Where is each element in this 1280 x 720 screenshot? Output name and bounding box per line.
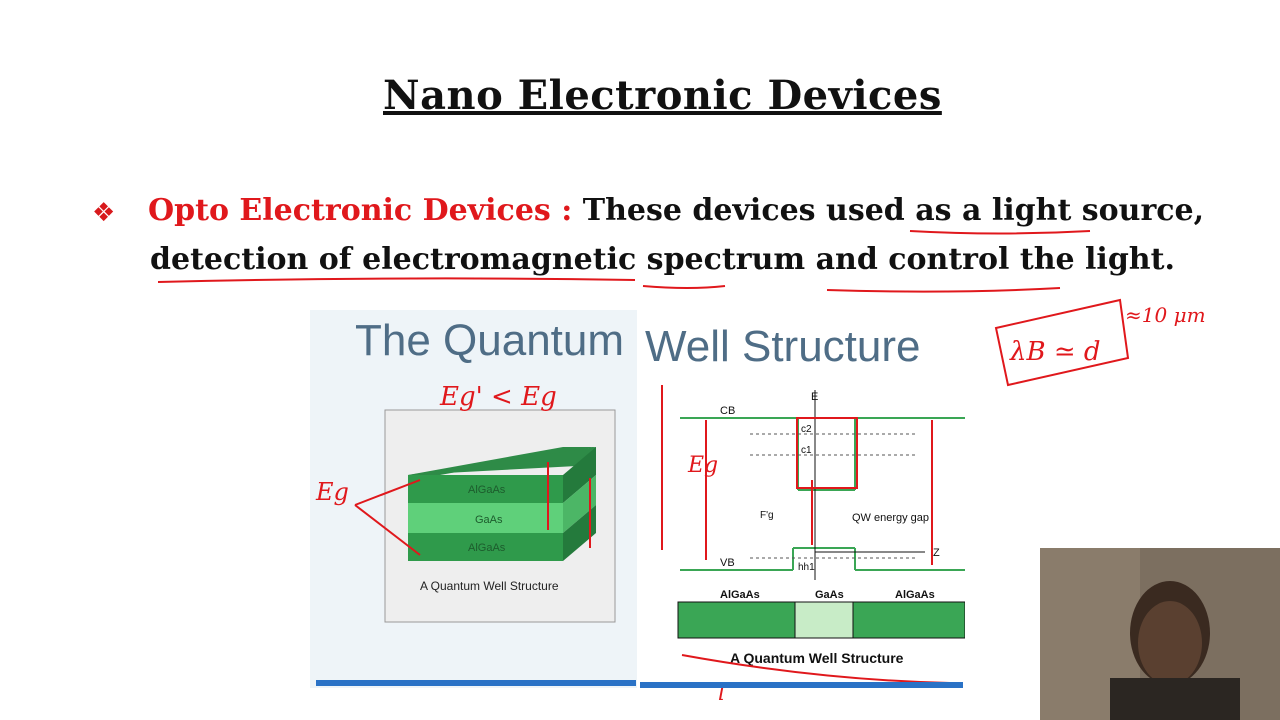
eg-annotation-band: Eg	[687, 453, 718, 478]
bullet-heading: Opto Electronic Devices :	[148, 193, 573, 228]
c1-label: c1	[801, 445, 812, 456]
qw-gap-label: QW energy gap	[852, 512, 929, 524]
hh1-label: hh1	[798, 562, 815, 573]
figure-left-title: The Quantum	[355, 316, 625, 365]
z-axis-label: Z	[933, 547, 940, 559]
lambda-annotation: λB ≃ d	[1009, 337, 1101, 367]
figure-left-caption: A Quantum Well Structure	[420, 579, 559, 593]
bullet-text-line1: Opto Electronic Devices : These devices …	[148, 193, 1204, 228]
layer-label-3: AlGaAs	[468, 542, 506, 554]
presenter-image	[1040, 548, 1280, 720]
layer-algaas-bottom	[408, 533, 563, 561]
layer-label-2: GaAs	[475, 514, 503, 526]
bullet-body-line1: These devices used as a light source,	[582, 193, 1205, 228]
material-label-3: AlGaAs	[895, 589, 935, 601]
l-annotation: l	[718, 681, 725, 706]
layer-label-1: AlGaAs	[468, 484, 506, 496]
slide-footer-bar-left	[316, 680, 636, 686]
vb-label: VB	[720, 557, 735, 569]
figure-right-title: Well Structure	[645, 322, 921, 371]
quantum-well-3d-diagram: AlGaAs GaAs AlGaAs A Quantum Well Struct…	[384, 409, 616, 623]
eg-annotation-left: Eg	[315, 478, 349, 506]
material-label-2: GaAs	[815, 589, 844, 601]
fg-label: F'g	[760, 510, 774, 521]
eg-relation-annotation: Eg' < Eg	[439, 382, 557, 412]
bullet-icon: ❖	[92, 198, 116, 228]
layer-gaas	[408, 503, 563, 533]
e-axis-label: E	[811, 391, 818, 403]
cb-label: CB	[720, 405, 735, 417]
approx-annotation: ≈10 μm	[1125, 303, 1206, 327]
figure-right-caption: A Quantum Well Structure	[730, 650, 904, 666]
bullet-text-line2: detection of electromagnetic spectrum an…	[150, 242, 1175, 277]
band-diagram: E Z CB VB c2 c1 hh1 F'g QW energy gap Al…	[677, 390, 965, 666]
slide-title: Nano Electronic Devices	[383, 72, 942, 119]
webcam-feed	[1040, 548, 1280, 720]
c2-label: c2	[801, 424, 812, 435]
layer-algaas-top	[408, 475, 563, 503]
slide-footer-bar-right	[640, 682, 963, 688]
material-label-1: AlGaAs	[720, 589, 760, 601]
